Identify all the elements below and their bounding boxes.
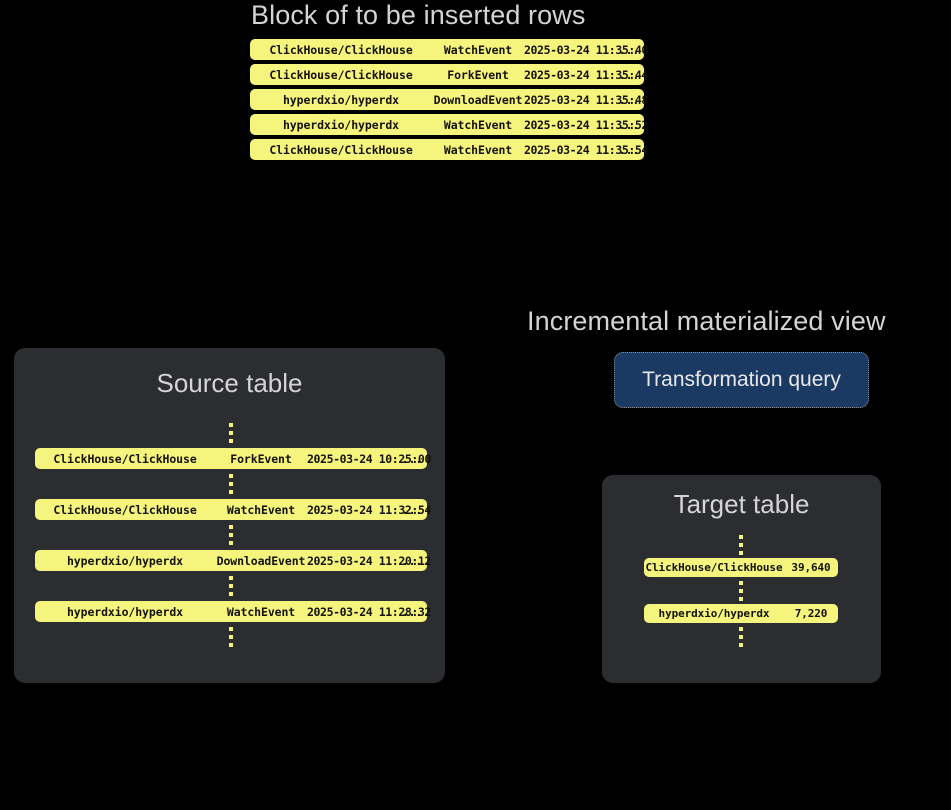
- row-separator-dots: [229, 418, 233, 448]
- source-table-panel: Source table ClickHouse/ClickHouse ForkEv…: [14, 348, 445, 683]
- cell-repo: ClickHouse/ClickHouse: [269, 67, 413, 82]
- row-separator-dots: [739, 623, 743, 650]
- table-row: ClickHouse/ClickHouse ForkEvent 2025-03-24…: [35, 448, 431, 469]
- source-table-title: Source table: [156, 368, 303, 398]
- target-table-panel: Target table ClickHouse/ClickHouse 39,640…: [602, 475, 881, 683]
- cell-repo: hyperdxio/hyperdx: [66, 553, 183, 568]
- ellipsis-dot: [229, 423, 233, 427]
- ellipsis-dot: [229, 592, 233, 596]
- cell-event: WatchEvent: [226, 604, 296, 619]
- ellipsis-dot: [229, 643, 233, 647]
- cell-event: DownloadEvent: [433, 92, 523, 107]
- materialized-view-title: Incremental materialized view: [527, 306, 886, 336]
- ellipsis-dot: [229, 431, 233, 435]
- ellipsis-dot: [739, 542, 743, 547]
- cell-timestamp: 2025-03-24 11:35:54: [524, 142, 648, 157]
- ellipsis-dot: [739, 580, 743, 585]
- ellipsis-dot: [739, 642, 743, 647]
- table-row: hyperdxio/hyperdx WatchEvent 2025-03-24 11…: [35, 601, 431, 622]
- ellipsis-dot: [739, 588, 743, 593]
- table-row: hyperdxio/hyperdx WatchEvent 2025-03-24 11…: [250, 114, 648, 135]
- table-row: hyperdxio/hyperdx 7,220: [644, 604, 838, 623]
- cell-event: DownloadEvent: [216, 553, 306, 568]
- cell-repo: ClickHouse/ClickHouse: [53, 451, 197, 466]
- cell-event: ForkEvent: [230, 451, 292, 466]
- cell-timestamp: 2025-03-24 11:35:44: [524, 67, 648, 82]
- row-separator-dots: [739, 531, 743, 558]
- ellipsis-dot: [229, 525, 233, 529]
- ellipsis-dot: [229, 490, 233, 494]
- transformation-query-box[interactable]: Transformation query: [614, 352, 869, 408]
- target-table-title: Target table: [673, 489, 810, 519]
- ellipsis-dot: [229, 576, 233, 580]
- cell-more: ...: [618, 42, 640, 57]
- cell-event: ForkEvent: [447, 67, 509, 82]
- source-table-rows: ClickHouse/ClickHouse ForkEvent 2025-03-24…: [35, 418, 431, 652]
- table-row: ClickHouse/ClickHouse WatchEvent 2025-03-2…: [250, 139, 648, 160]
- ellipsis-dot: [739, 634, 743, 639]
- cell-count: 39,640: [791, 561, 831, 574]
- cell-repo: ClickHouse/ClickHouse: [269, 42, 413, 57]
- cell-repo: ClickHouse/ClickHouse: [53, 502, 197, 517]
- ellipsis-dot: [739, 626, 743, 631]
- cell-repo: hyperdxio/hyperdx: [658, 607, 770, 620]
- ellipsis-dot: [229, 584, 233, 588]
- cell-more: ...: [401, 502, 423, 517]
- cell-more: ...: [618, 67, 640, 82]
- cell-more: ...: [618, 142, 640, 157]
- row-separator-dots: [229, 571, 233, 601]
- cell-repo: hyperdxio/hyperdx: [282, 117, 399, 132]
- ellipsis-dot: [739, 534, 743, 539]
- ellipsis-dot: [229, 533, 233, 537]
- cell-more: ...: [401, 451, 423, 466]
- row-separator-dots: [739, 577, 743, 604]
- cell-more: ...: [401, 553, 423, 568]
- cell-more: ...: [401, 604, 423, 619]
- block-title: Block of to be inserted rows: [251, 0, 586, 30]
- cell-timestamp: 2025-03-24 11:35:40: [524, 42, 648, 57]
- cell-repo: ClickHouse/ClickHouse: [645, 561, 783, 574]
- transformation-query-label: Transformation query: [642, 368, 841, 391]
- cell-repo: hyperdxio/hyperdx: [66, 604, 183, 619]
- row-separator-dots: [229, 622, 233, 652]
- row-separator-dots: [229, 469, 233, 499]
- table-row: ClickHouse/ClickHouse WatchEvent 2025-03-2…: [250, 39, 648, 60]
- ellipsis-dot: [229, 482, 233, 486]
- cell-count: 7,220: [794, 607, 828, 620]
- cell-timestamp: 2025-03-24 10:25:00: [307, 451, 431, 466]
- cell-timestamp: 2025-03-24 11:35:52: [524, 117, 648, 132]
- table-row: ClickHouse/ClickHouse WatchEvent 2025-03-2…: [35, 499, 431, 520]
- cell-more: ...: [618, 117, 640, 132]
- cell-timestamp: 2025-03-24 11:20:12: [307, 553, 431, 568]
- cell-timestamp: 2025-03-24 11:35:48: [524, 92, 648, 107]
- ellipsis-dot: [229, 635, 233, 639]
- row-separator-dots: [229, 520, 233, 550]
- ellipsis-dot: [229, 439, 233, 443]
- ellipsis-dot: [229, 474, 233, 478]
- cell-event: WatchEvent: [443, 142, 513, 157]
- cell-event: WatchEvent: [226, 502, 296, 517]
- ellipsis-dot: [229, 541, 233, 545]
- cell-repo: hyperdxio/hyperdx: [282, 92, 399, 107]
- cell-more: ...: [618, 92, 640, 107]
- cell-event: WatchEvent: [443, 42, 513, 57]
- target-table-rows: ClickHouse/ClickHouse 39,640 hyperdxio/hyp…: [644, 531, 838, 650]
- cell-timestamp: 2025-03-24 11:32:54: [307, 502, 431, 517]
- table-row: ClickHouse/ClickHouse 39,640: [644, 558, 838, 577]
- ellipsis-dot: [739, 550, 743, 555]
- ellipsis-dot: [229, 627, 233, 631]
- table-row: ClickHouse/ClickHouse ForkEvent 2025-03-24…: [250, 64, 648, 85]
- ellipsis-dot: [739, 596, 743, 601]
- cell-event: WatchEvent: [443, 117, 513, 132]
- cell-timestamp: 2025-03-24 11:28:32: [307, 604, 431, 619]
- cell-repo: ClickHouse/ClickHouse: [269, 142, 413, 157]
